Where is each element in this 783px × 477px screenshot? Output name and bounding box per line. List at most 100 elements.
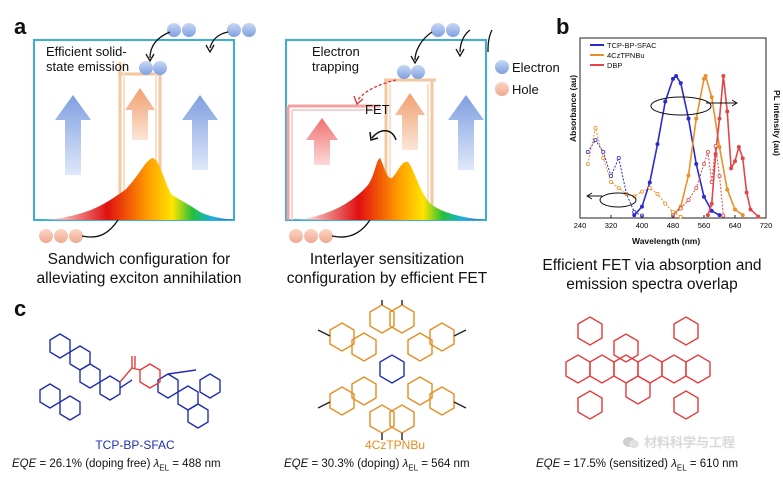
series-pl-point: [717, 213, 722, 218]
series-abs-point: [717, 173, 722, 178]
series-pl-point: [674, 74, 679, 79]
series-pl-point: [736, 145, 741, 150]
tcp-bp-sfac-structure: [39, 333, 221, 429]
eqe-value: = 17.5% (sensitized): [560, 458, 672, 470]
series-abs-point: [601, 150, 606, 155]
hole-legend-icon: [495, 82, 509, 96]
series-pl-point: [709, 201, 714, 206]
x-tick-label: 480: [667, 221, 680, 230]
series-abs-point: [671, 209, 676, 214]
series-abs-point: [713, 144, 718, 149]
series-abs-point: [686, 197, 691, 202]
series-pl-point: [663, 99, 668, 104]
chart-legend: TCP-BP-SFAC 4CzTPNBu DBP: [590, 40, 657, 70]
series-abs-point: [616, 185, 621, 190]
molecule-2-eqe: EQE = 30.3% (doping) λEL = 564 nm: [284, 458, 470, 472]
fet-arrow: [371, 130, 397, 141]
series-abs-point: [585, 150, 590, 155]
series-pl-point: [725, 109, 730, 114]
electron-pair-top-left: [167, 23, 256, 37]
lambda-symbol: λ: [671, 458, 677, 470]
legend-item: 4CzTPNBu: [590, 50, 657, 60]
left-caption: Sandwich configuration for alleviating e…: [36, 251, 242, 287]
legend-label: DBP: [607, 60, 623, 70]
series-abs-point: [585, 161, 590, 166]
series-pl-point: [740, 213, 745, 218]
series-pl-point: [740, 156, 745, 161]
series-abs-point: [640, 189, 645, 194]
x-tick-label: 640: [729, 221, 742, 230]
lambda-symbol: λ: [402, 458, 409, 470]
watermark: 材料科学与工程: [622, 432, 735, 451]
blue-arrow-left-2: [182, 95, 218, 170]
series-pl-point: [655, 142, 660, 147]
legend-label: TCP-BP-SFAC: [607, 40, 657, 50]
eqe-label: EQE: [284, 458, 309, 470]
x-tick-label: 240: [574, 221, 587, 230]
series-pl-point: [686, 116, 691, 121]
series-abs-line: [587, 139, 643, 217]
y-axis-left-label: Absorbance (au): [568, 74, 578, 142]
dbp-structure: [565, 316, 711, 420]
pl-annotation-ellipse: [650, 96, 712, 116]
plot-frame: [579, 37, 767, 219]
orange-arrow-right: [395, 93, 425, 150]
panel-a-letter: a: [14, 14, 27, 39]
eqe-value: = 30.3% (doping): [308, 458, 403, 470]
panel-c-letter: c: [14, 296, 27, 321]
lambda-symbol: λ: [153, 458, 160, 470]
series-abs-point: [721, 213, 726, 218]
blue-arrow-left-1: [55, 95, 91, 175]
lambda-value: = 610 nm: [686, 458, 739, 470]
series-abs-point: [609, 179, 614, 184]
series-pl-point: [678, 81, 683, 86]
series-abs-point: [593, 138, 598, 143]
series-abs-point: [709, 179, 714, 184]
series-pl-point: [744, 190, 749, 195]
molecule-1-name: TCP-BP-SFAC: [95, 438, 175, 452]
fet-label: FET: [365, 102, 390, 117]
series-abs-point: [601, 156, 606, 161]
series-abs-point: [705, 150, 710, 155]
x-tick-label: 400: [636, 221, 649, 230]
eqe-value: = 26.1% (doping free): [36, 458, 154, 470]
panel-a-diagram: [33, 23, 509, 243]
emission-spectrum-left: [38, 158, 236, 220]
series-pl-point: [694, 116, 699, 121]
electron-pair-top-right: [431, 23, 460, 37]
abs-annotation-ellipse: [599, 192, 637, 208]
series-pl-point: [732, 207, 737, 212]
panel-b-letter: b: [556, 14, 570, 39]
electron-legend-label: Electron: [512, 60, 560, 75]
lambda-sub: EL: [408, 463, 419, 473]
panel-b-caption: Efficient FET via absorption and emissio…: [542, 257, 762, 293]
left-box-label: Efficient solid- state emission: [46, 44, 130, 74]
series-abs-point: [678, 206, 683, 211]
molecule-2-name: 4CzTPNBu: [364, 438, 426, 452]
orange-arrow-left: [125, 88, 155, 140]
series-abs-point: [593, 126, 598, 131]
molecule-structures: [39, 300, 711, 440]
series-abs-point: [616, 156, 621, 161]
wechat-icon: [623, 436, 639, 448]
lambda-sub: EL: [159, 463, 170, 473]
red-arrow-right: [306, 118, 338, 165]
series-abs-point: [655, 191, 660, 196]
series-pl-point: [647, 180, 652, 185]
series-pl-point: [671, 76, 676, 81]
series-pl-point: [756, 214, 761, 219]
series-pl-point: [686, 173, 691, 178]
molecule-1-eqe: EQE = 26.1% (doping free) λEL = 488 nm: [12, 458, 221, 472]
series-pl-point: [729, 166, 734, 171]
series-pl-point: [703, 74, 708, 79]
series-pl-point: [640, 204, 645, 209]
series-pl-point: [748, 207, 753, 212]
benzophenone-core: [119, 356, 161, 389]
series-pl-point: [717, 116, 722, 121]
x-tick-label: 560: [698, 221, 711, 230]
trapping-label: Electron trapping: [312, 44, 360, 74]
legend-item: DBP: [590, 60, 657, 70]
electron-legend-icon: [495, 60, 509, 74]
series-abs-point: [609, 173, 614, 178]
